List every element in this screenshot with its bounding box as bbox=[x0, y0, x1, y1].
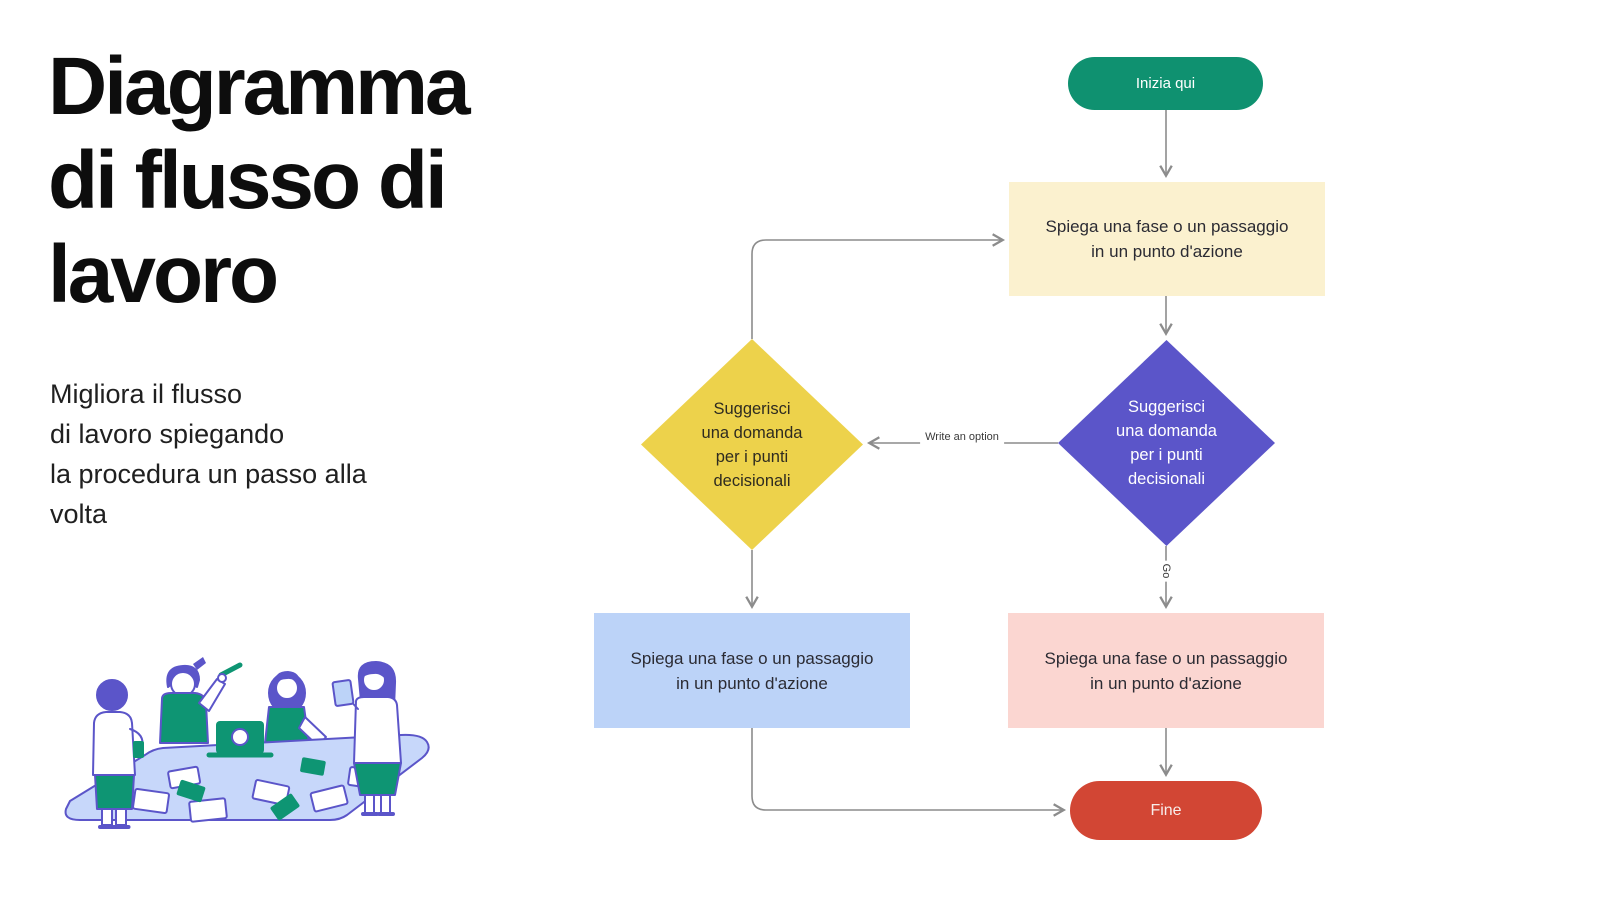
page-title: Diagramma di flusso di lavoro bbox=[48, 41, 471, 320]
flowchart-start-node: Inizia qui bbox=[1068, 57, 1263, 110]
edge-loop-back-to-action bbox=[751, 233, 1006, 339]
flowchart-decision-right-node: Suggerisci una domanda per i punti decis… bbox=[1058, 340, 1275, 546]
person-back-icon bbox=[92, 679, 144, 829]
page-subtitle: Migliora il flusso di lavoro spiegando l… bbox=[50, 379, 367, 529]
flowchart-end-node: Fine bbox=[1070, 781, 1262, 840]
laptop-icon bbox=[206, 721, 274, 758]
edge-label-write-option: Write an option bbox=[920, 430, 1004, 444]
flowchart-action-left-node: Spiega una fase o un passaggio in un pun… bbox=[594, 613, 910, 728]
flowchart-action-right-node: Spiega una fase o un passaggio in un pun… bbox=[1008, 613, 1324, 728]
person-card-icon bbox=[331, 661, 402, 816]
edge-action-left-to-end bbox=[751, 728, 1067, 817]
flowchart-decision-left-node: Suggerisci una domanda per i punti decis… bbox=[641, 339, 863, 550]
person-bob-icon bbox=[264, 671, 327, 747]
edge-label-go: Go bbox=[1159, 560, 1173, 582]
person-pen-icon bbox=[159, 657, 243, 744]
team-collaboration-illustration bbox=[64, 657, 430, 829]
flowchart-action-top-node: Spiega una fase o un passaggio in un pun… bbox=[1009, 182, 1325, 296]
